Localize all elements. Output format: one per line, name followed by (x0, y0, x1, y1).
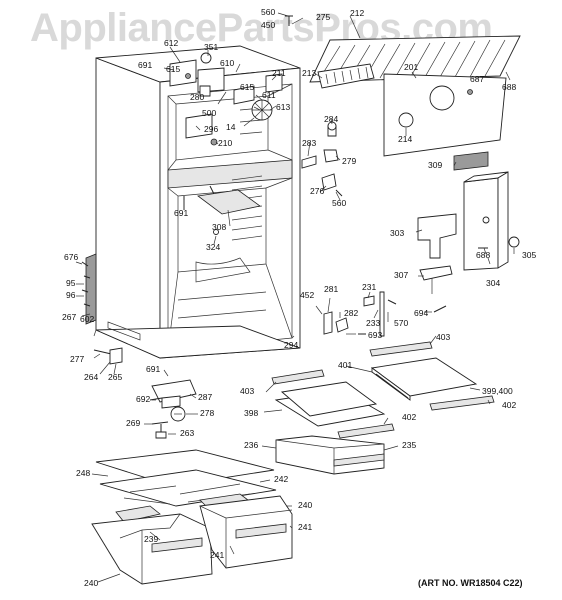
bottom-hinge-parts (149, 379, 197, 439)
callout-612: 612 (164, 38, 178, 48)
callout-399-400: 399,400 (482, 386, 513, 396)
callout-611: 611 (262, 90, 276, 100)
callout-691: 691 (138, 60, 152, 70)
callout-248: 248 (76, 468, 90, 478)
callout-241: 241 (298, 522, 312, 532)
callout-296: 296 (204, 124, 218, 134)
top-grille-and-shelf (285, 15, 521, 171)
callout-602: 602 (80, 314, 94, 324)
callout-401: 401 (338, 360, 352, 370)
callout-688: 688 (502, 82, 516, 92)
damper-and-duct-parts (301, 121, 520, 337)
callout-570: 570 (394, 318, 408, 328)
callout-211: 211 (272, 68, 286, 78)
callout-210: 210 (218, 138, 232, 148)
freezer-control-parts (169, 52, 283, 146)
callout-241: 241 (210, 550, 224, 560)
callout-694: 694 (414, 308, 428, 318)
callout-240: 240 (298, 500, 312, 510)
callout-263: 263 (180, 428, 194, 438)
callout-284: 284 (324, 114, 338, 124)
callout-403: 403 (436, 332, 450, 342)
crisper-cover-and-bins (91, 449, 293, 585)
callout-235: 235 (402, 440, 416, 450)
callout-294: 294 (284, 340, 298, 350)
callout-615: 615 (240, 82, 254, 92)
callout-14: 14 (226, 122, 236, 132)
cabinet (85, 45, 301, 359)
callout-96: 96 (66, 290, 76, 300)
callout-242: 242 (274, 474, 288, 484)
callout-687: 687 (470, 74, 484, 84)
callout-233: 233 (366, 318, 380, 328)
callout-560: 560 (332, 198, 346, 208)
callout-212: 212 (350, 8, 364, 18)
callout-560: 560 (261, 7, 275, 17)
callout-691: 691 (174, 208, 188, 218)
callout-403: 403 (240, 386, 254, 396)
callout-267: 267 (62, 312, 76, 322)
glass-shelves (271, 341, 495, 475)
art-number-caption: (ART NO. WR18504 C22) (418, 578, 523, 588)
callout-278: 278 (200, 408, 214, 418)
callout-615: 615 (166, 64, 180, 74)
callout-277: 277 (70, 354, 84, 364)
leader-lines (75, 12, 515, 583)
callout-280: 280 (190, 92, 204, 102)
callout-239: 239 (144, 534, 158, 544)
callout-201: 201 (404, 62, 418, 72)
callout-398: 398 (244, 408, 258, 418)
callout-labels: 560 450 275 212 612 351 691 615 610 213 … (62, 7, 536, 588)
callout-275: 275 (316, 12, 330, 22)
callout-282: 282 (344, 308, 358, 318)
callout-688: 688 (476, 250, 490, 260)
callout-613: 613 (276, 102, 290, 112)
callout-304: 304 (486, 278, 500, 288)
callout-305: 305 (522, 250, 536, 260)
callout-308: 308 (212, 222, 226, 232)
callout-276: 276 (310, 186, 324, 196)
callout-231: 231 (362, 282, 376, 292)
evaporator-cover-308 (196, 189, 261, 215)
callout-287: 287 (198, 392, 212, 402)
callout-452: 452 (300, 290, 314, 300)
callout-214: 214 (398, 134, 412, 144)
callout-240: 240 (84, 578, 98, 588)
callout-402: 402 (502, 400, 516, 410)
callout-236: 236 (244, 440, 258, 450)
callout-283: 283 (302, 138, 316, 148)
callout-693: 693 (368, 330, 382, 340)
callout-303: 303 (390, 228, 404, 238)
callout-402: 402 (402, 412, 416, 422)
callout-281: 281 (324, 284, 338, 294)
callout-500: 500 (202, 108, 216, 118)
callout-213: 213 (302, 68, 316, 78)
callout-309: 309 (428, 160, 442, 170)
callout-610: 610 (220, 58, 234, 68)
callout-279: 279 (342, 156, 356, 166)
callout-692: 692 (136, 394, 150, 404)
callout-307: 307 (394, 270, 408, 280)
callout-324: 324 (206, 242, 220, 252)
leveling-and-roller-parts (81, 185, 219, 365)
callout-265: 265 (108, 372, 122, 382)
callout-450: 450 (261, 20, 275, 30)
callout-691: 691 (146, 364, 160, 374)
callout-351: 351 (204, 42, 218, 52)
callout-269: 269 (126, 418, 140, 428)
callout-95: 95 (66, 278, 76, 288)
callout-676: 676 (64, 252, 78, 262)
callout-264: 264 (84, 372, 98, 382)
